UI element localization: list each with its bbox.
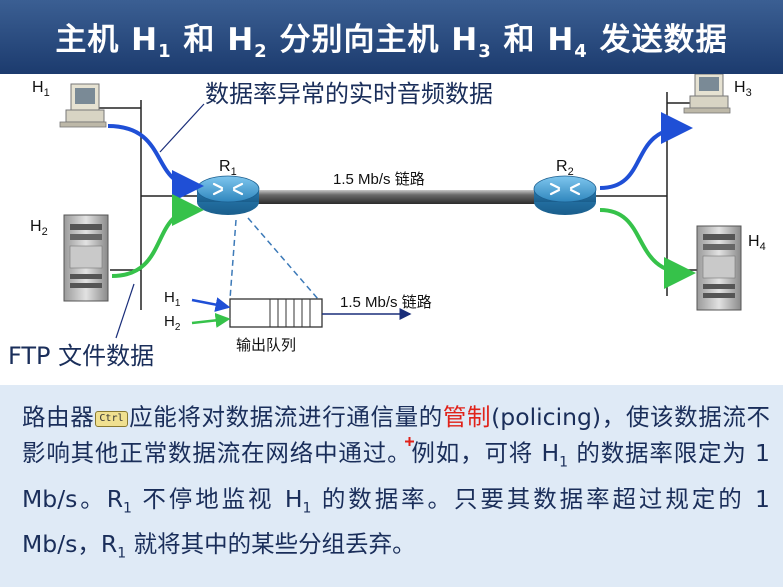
label-h2: H2 <box>30 218 48 238</box>
policing-highlight: 管制 <box>442 403 492 431</box>
queue-label: 输出队列 <box>236 336 296 354</box>
queue-label-h1: H1 <box>164 289 181 309</box>
ctrl-key-badge: Ctrl <box>95 410 128 427</box>
cursor-plus-icon <box>405 437 414 446</box>
h3-flow-arrow <box>599 112 693 190</box>
host-h2-server-icon <box>63 214 109 302</box>
queue-label-h2: H2 <box>164 313 181 333</box>
ftp-pointer <box>115 283 135 339</box>
title-bar: 主机 H1 和 H2 分别向主机 H3 和 H4 发送数据 <box>0 0 783 74</box>
label-h3: H3 <box>734 79 752 99</box>
router-r1-icon <box>196 175 260 215</box>
queue-h1-arrow <box>191 297 231 312</box>
host-h3-computer-icon <box>683 73 731 114</box>
link-label-queue: 1.5 Mb/s 链路 <box>340 294 432 311</box>
router-r2-icon <box>533 175 597 215</box>
queue-h2-arrow <box>191 312 231 328</box>
label-r1: R1 <box>219 158 237 178</box>
host-h1-computer-icon <box>59 83 107 128</box>
realtime-label: 数据率异常的实时音频数据 <box>205 80 493 108</box>
h1-flow-arrow <box>107 124 204 202</box>
zoom-line-left <box>229 219 237 300</box>
h2-flow-arrow <box>111 194 204 278</box>
h4-flow-arrow <box>599 208 696 289</box>
link-label-top: 1.5 Mb/s 链路 <box>333 171 425 188</box>
zoom-line-right <box>247 217 319 300</box>
label-h4: H4 <box>748 233 766 253</box>
network-diagram: 数据率异常的实时音频数据 1.5 Mb/s 链路 1.5 Mb/s 链路 输出队… <box>0 73 783 385</box>
host-h4-server-icon <box>696 225 742 311</box>
realtime-pointer <box>159 103 205 153</box>
slide-title: 主机 H1 和 H2 分别向主机 H3 和 H4 发送数据 <box>55 22 728 63</box>
backbone-link <box>250 190 550 204</box>
label-h1: H1 <box>32 79 50 99</box>
ftp-label: FTP 文件数据 <box>8 342 154 370</box>
output-queue <box>229 298 323 328</box>
label-r2: R2 <box>556 158 574 178</box>
